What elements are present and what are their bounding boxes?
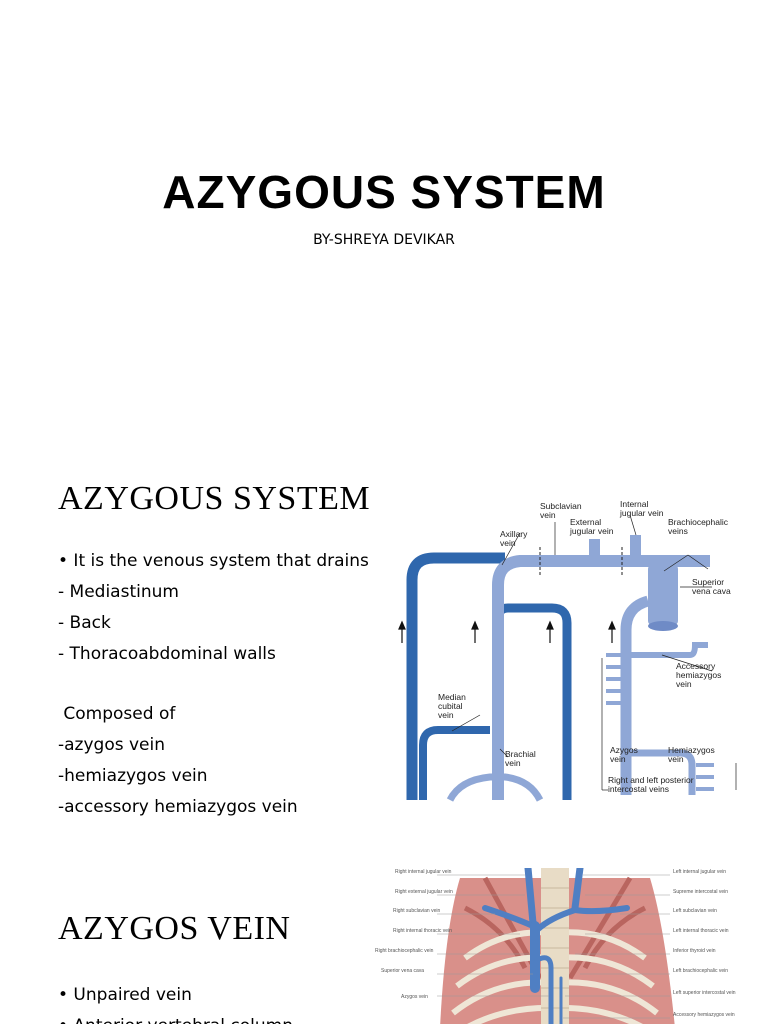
svg-text:Accessory hemiazygos vein: Accessory hemiazygos vein <box>673 1012 735 1018</box>
int-jugular-stub <box>630 535 641 557</box>
title-slide: AZYGOUS SYSTEM BY-SHREYA DEVIKAR <box>0 0 768 440</box>
svg-text:Right internal jugular vein: Right internal jugular vein <box>395 869 452 875</box>
flow-arrows <box>398 620 616 643</box>
slide1-subtitle: BY-SHREYA DEVIKAR <box>313 232 455 248</box>
svg-text:Right subclavian vein: Right subclavian vein <box>393 908 440 914</box>
bullet-item: - Thoracoabdominal walls <box>58 644 276 664</box>
leader-lines <box>451 514 737 791</box>
label-leaders <box>437 874 670 1019</box>
hemiazygos-vein <box>630 749 696 795</box>
svg-text:Left internal thoracic vein: Left internal thoracic vein <box>673 928 729 934</box>
superior-vena-cava <box>648 565 678 625</box>
slide3-bullets: • Unpaired vein • Anterior vertebral col… <box>58 980 293 1024</box>
composed-item: -hemiazygos vein <box>58 766 208 786</box>
subclavian-axillary-vein <box>492 555 710 800</box>
composed-item: -accessory hemiazygos vein <box>58 797 298 817</box>
composed-heading: Composed of <box>58 704 176 724</box>
bullet-item: • Anterior vertebral column <box>58 1011 293 1024</box>
bullet-item: • Unpaired vein <box>58 985 192 1005</box>
slide2-title: AZYGOUS SYSTEM <box>58 480 371 517</box>
median-cubital-vein <box>419 726 490 800</box>
svg-text:Left brachiocephalic vein: Left brachiocephalic vein <box>673 968 728 974</box>
basilic-vein <box>493 603 572 800</box>
slide2-composed: Composed of -azygos vein -hemiazygos vei… <box>58 699 298 823</box>
slide1-title: AZYGOUS SYSTEM <box>162 166 606 218</box>
bullet-item: • It is the venous system that drains <box>58 551 369 571</box>
azygos-vein-slide: AZYGOS VEIN • Unpaired vein • Anterior v… <box>0 840 768 1024</box>
slide2-bullets: • It is the venous system that drains - … <box>58 546 369 670</box>
cephalic-vein <box>406 552 505 800</box>
bullet-item: - Back <box>58 613 111 633</box>
ext-jugular-stub <box>589 539 600 557</box>
svg-text:Right internal thoracic vein: Right internal thoracic vein <box>393 928 452 934</box>
svg-text:Superior vena cava: Superior vena cava <box>381 968 424 974</box>
svg-text:Left subclavian vein: Left subclavian vein <box>673 908 717 914</box>
brachial-vein <box>446 773 544 802</box>
svg-text:Left internal jugular vein: Left internal jugular vein <box>673 869 726 875</box>
svg-text:Azygos vein: Azygos vein <box>401 994 428 1000</box>
slide3-title: AZYGOS VEIN <box>58 910 291 947</box>
azygous-system-slide: AZYGOUS SYSTEM • It is the venous system… <box>0 440 768 840</box>
bullet-item: - Mediastinum <box>58 582 179 602</box>
svg-text:Right external jugular vein: Right external jugular vein <box>395 889 453 895</box>
thoracic-veins <box>482 868 630 1024</box>
svg-text:Right brachiocephalic vein: Right brachiocephalic vein <box>375 948 434 954</box>
thorax-labels: Right internal jugular vein Right extern… <box>375 869 736 1018</box>
thorax-anatomy-image: Right internal jugular vein Right extern… <box>375 868 736 1024</box>
svg-text:Left superior intercostal vein: Left superior intercostal vein <box>673 990 736 996</box>
composed-item: -azygos vein <box>58 735 166 755</box>
svg-text:Inferior thyroid vein: Inferior thyroid vein <box>673 948 716 954</box>
boundary-dashes <box>539 547 623 577</box>
intercostal-stubs <box>606 653 714 791</box>
svg-text:Supreme intercostal vein: Supreme intercostal vein <box>673 889 728 895</box>
accessory-hemiazygos-vein <box>630 642 708 658</box>
vertebral-column <box>541 868 569 1024</box>
azygos-vein <box>620 595 650 795</box>
